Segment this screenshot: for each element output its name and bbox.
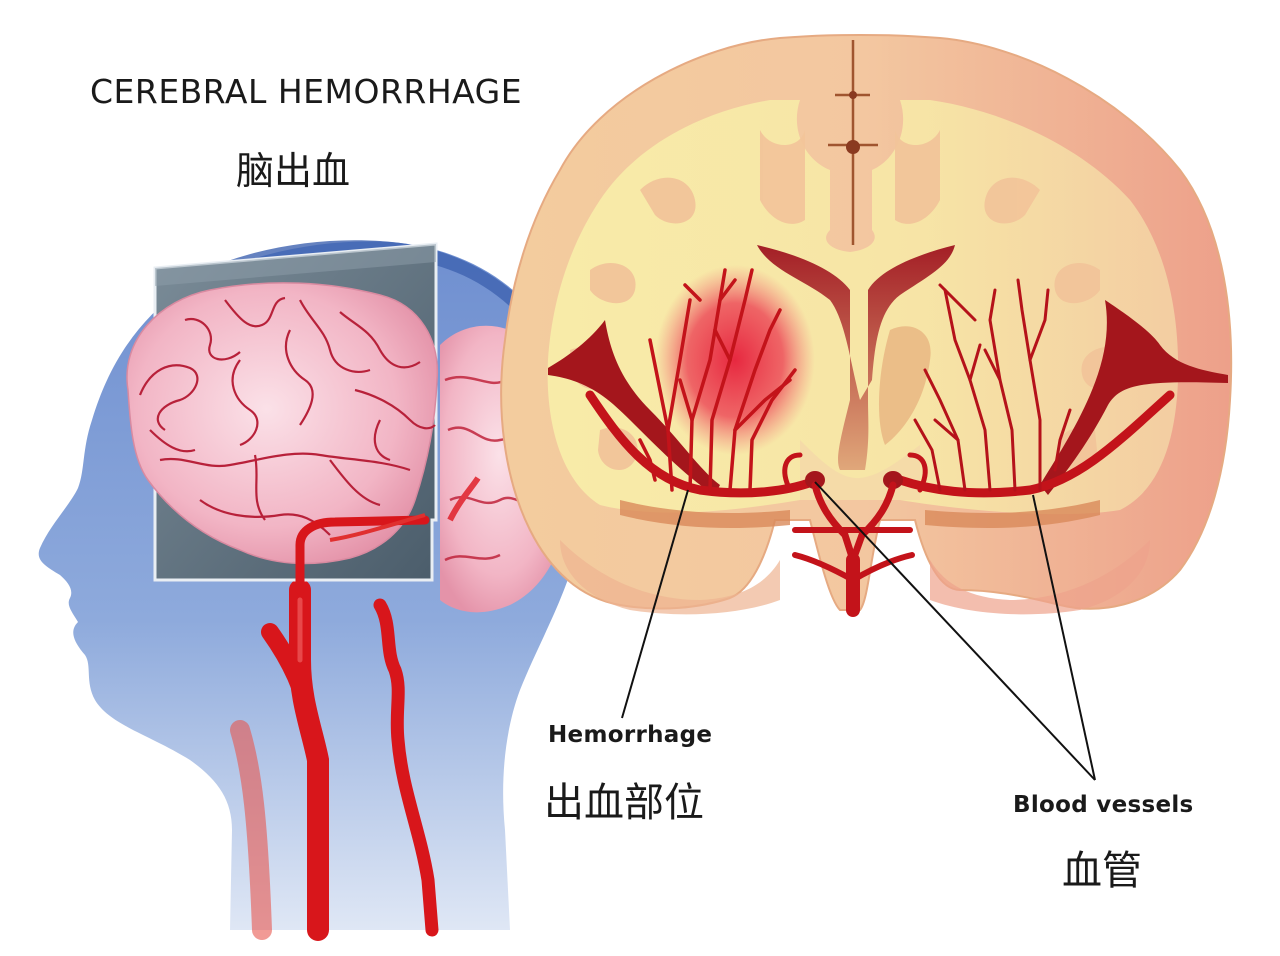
title-english: CEREBRAL HEMORRHAGE xyxy=(90,72,523,111)
lenticulostriate-vessels-right xyxy=(913,278,1072,492)
head-figure xyxy=(38,240,589,941)
blood-vessels-leader-a xyxy=(814,481,1096,781)
blood-vessels-label-chinese: 血管 xyxy=(1062,848,1142,894)
lenticulostriate-vessels-left xyxy=(638,268,797,492)
blood-vessels-label-english: Blood vessels xyxy=(1013,792,1194,818)
hemorrhage-label-english: Hemorrhage xyxy=(548,722,713,748)
hemorrhage-label-chinese: 出血部位 xyxy=(544,780,704,826)
thalamus xyxy=(878,326,931,445)
coronal-section xyxy=(500,34,1233,617)
carotid-arteries xyxy=(230,579,439,941)
blood-vessels-leader-b xyxy=(1032,494,1096,781)
hemorrhage-leader xyxy=(621,489,689,719)
sylvian-fissure-left xyxy=(548,320,720,495)
brain-vessels xyxy=(138,296,436,536)
title-chinese: 脑出血 xyxy=(236,149,351,193)
middle-cerebral-artery xyxy=(585,390,1175,498)
leader-lines xyxy=(621,481,1096,781)
lateral-ventricles xyxy=(757,245,955,470)
sylvian-fissure-right xyxy=(1040,300,1228,495)
willis-hooks xyxy=(782,452,928,493)
circle-of-willis xyxy=(792,481,915,617)
